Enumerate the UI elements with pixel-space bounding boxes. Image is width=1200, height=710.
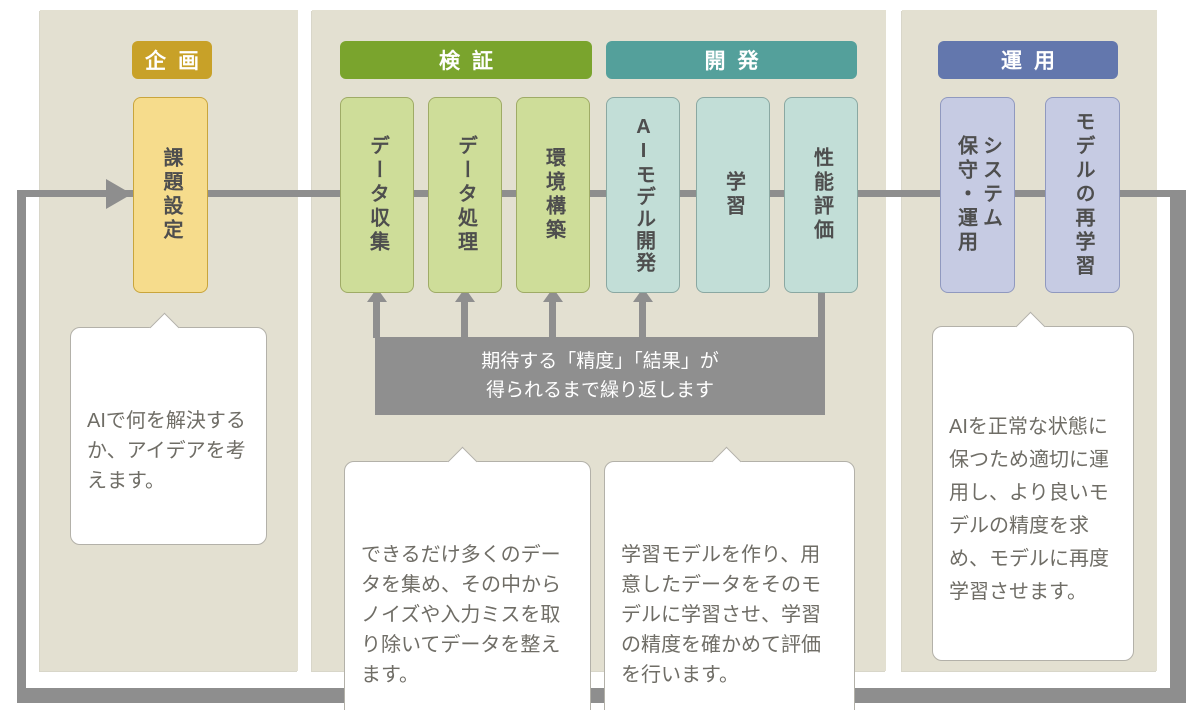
callout-operation-text: AIを正常な状態に 保つため適切に運 用し、より良いモ デルの精度を求 め、モデ… <box>949 416 1109 603</box>
phase-header-operation: 運用 <box>938 41 1118 79</box>
step-box-data-collection: データ収集 <box>340 97 414 293</box>
step-box-training: 学習 <box>696 97 770 293</box>
feedback-loop-box: 期待する「精度」「結果」が 得られるまで繰り返します <box>375 337 825 415</box>
phase-header-development: 開発 <box>606 41 857 79</box>
step-box-performance-evaluation: 性能評価 <box>784 97 858 293</box>
step-box-ai-model-development: AIモデル開発 <box>606 97 680 293</box>
step-box-environment-setup: 環境構築 <box>516 97 590 293</box>
entry-arrow-icon <box>106 179 132 209</box>
phase-header-verification: 検証 <box>340 41 592 79</box>
step-box-system-maintenance-operation: システム 保守・運用 <box>940 97 1015 293</box>
flow-line-bottom <box>17 688 1186 703</box>
flow-line-right <box>1170 190 1186 703</box>
flow-line-main <box>17 190 1186 197</box>
callout-planning: AIで何を解決する か、アイデアを考 えます。 <box>70 312 267 545</box>
step-box-model-retraining: モデルの再学習 <box>1045 97 1120 293</box>
evaluation-connector-line <box>818 290 825 337</box>
phase-header-planning: 企画 <box>132 41 212 79</box>
callout-development: 学習モデルを作り、用 意したデータをそのモ デルに学習させ、学習 の精度を確かめ… <box>604 446 855 710</box>
feedback-arrow-stem <box>461 301 468 338</box>
flow-line-left <box>17 190 26 703</box>
callout-planning-text: AIで何を解決する か、アイデアを考 えます。 <box>87 410 246 492</box>
step-box-data-processing: データ処理 <box>428 97 502 293</box>
feedback-arrow-stem <box>639 301 646 338</box>
callout-verification-text: できるだけ多くのデー タを集め、その中から ノイズや入力ミスを取 り除いてデータ… <box>361 544 561 686</box>
step-box-problem-setting: 課題設定 <box>133 97 208 293</box>
feedback-arrow-stem <box>549 301 556 338</box>
callout-verification: できるだけ多くのデー タを集め、その中から ノイズや入力ミスを取 り除いてデータ… <box>344 446 591 710</box>
callout-operation: AIを正常な状態に 保つため適切に運 用し、より良いモ デルの精度を求 め、モデ… <box>932 311 1134 661</box>
feedback-arrow-stem <box>373 301 380 338</box>
callout-development-text: 学習モデルを作り、用 意したデータをそのモ デルに学習させ、学習 の精度を確かめ… <box>621 544 821 686</box>
